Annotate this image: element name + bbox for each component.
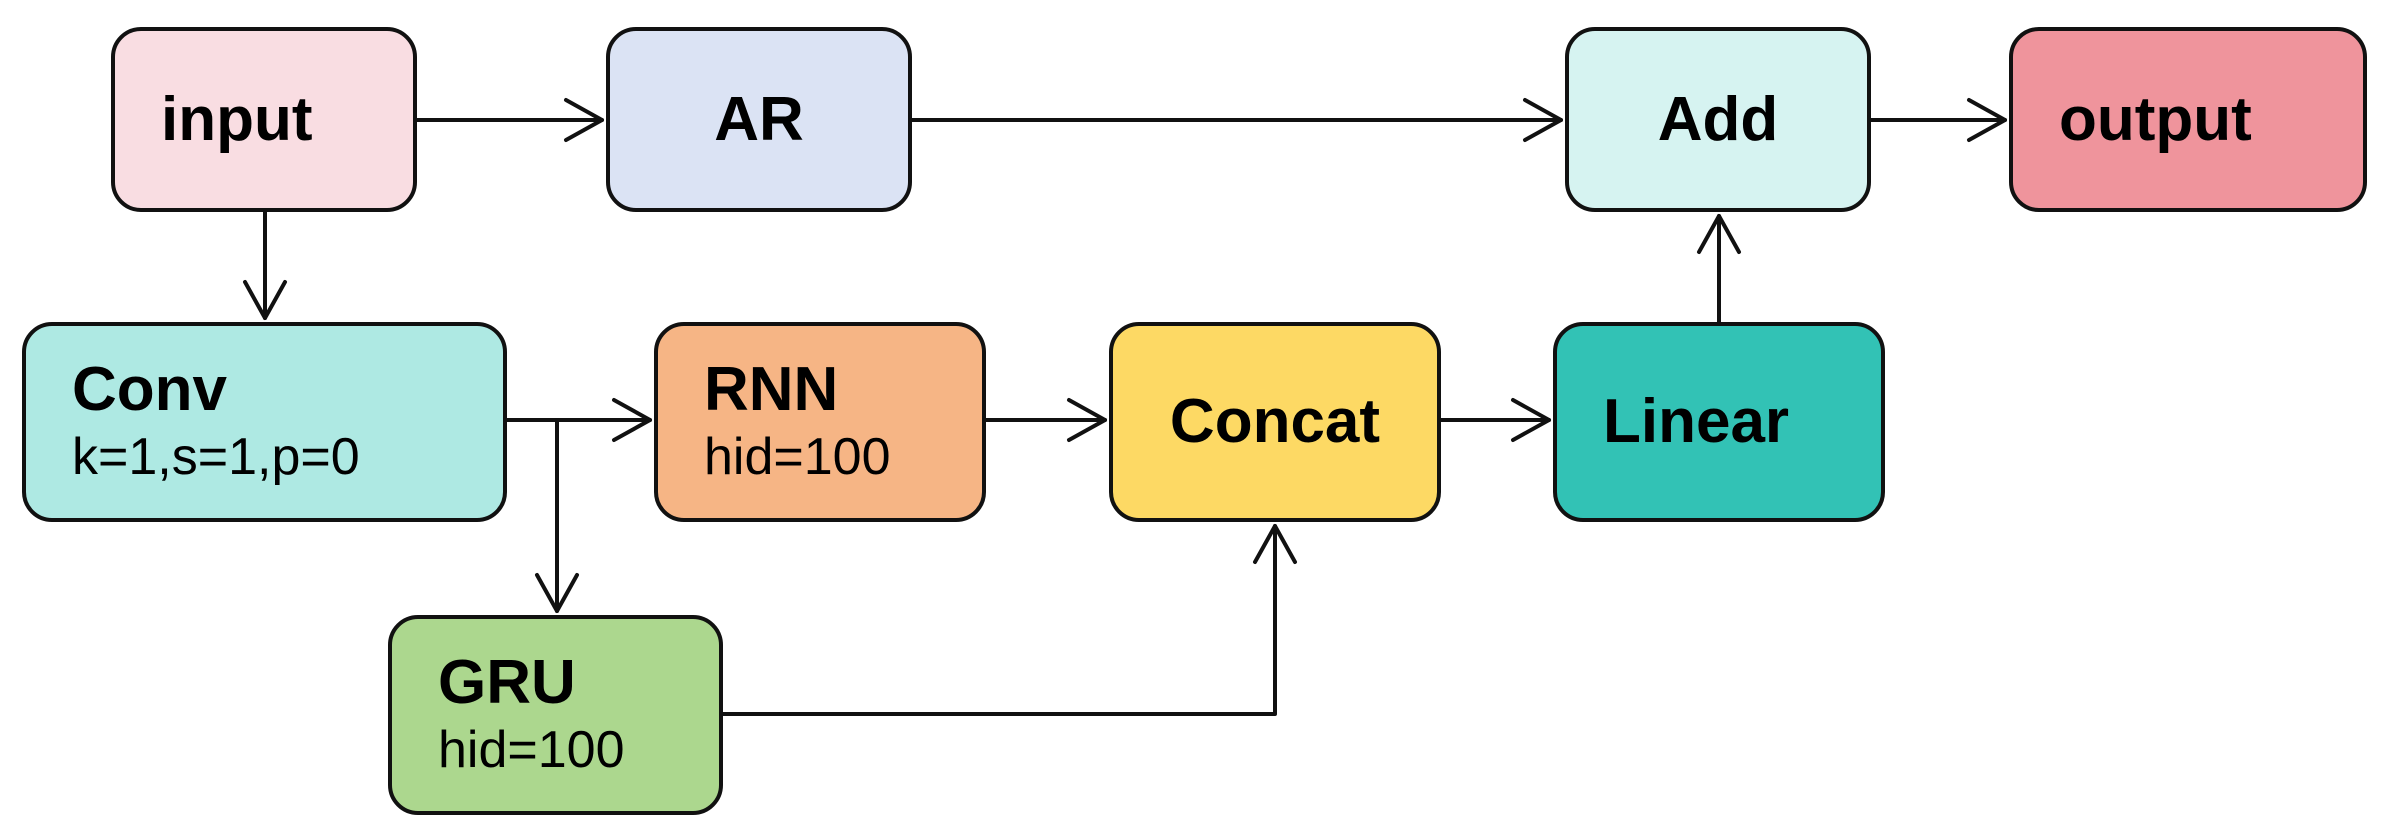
node-concat: Concat [1109, 322, 1441, 522]
edge-ar-to-add [910, 98, 1563, 142]
node-rnn-params: hid=100 [704, 428, 891, 487]
node-output: output [2009, 27, 2367, 212]
node-rnn-title: RNN [704, 354, 839, 424]
edge-gru-to-concat [721, 524, 1297, 716]
node-input: input [111, 27, 417, 212]
node-ar-title: AR [714, 84, 804, 154]
node-add-title: Add [1657, 84, 1779, 154]
node-input-title: input [161, 84, 313, 154]
edge-input-to-conv [243, 210, 287, 320]
edge-input-to-ar [415, 98, 604, 142]
edge-linear-to-add [1697, 214, 1741, 324]
node-gru-title: GRU [438, 647, 576, 717]
edge-rnn-to-concat [984, 398, 1107, 442]
node-gru: GRU hid=100 [388, 615, 723, 815]
node-gru-params: hid=100 [438, 721, 625, 780]
edge-add-to-output [1869, 98, 2007, 142]
node-conv-title: Conv [72, 354, 227, 424]
node-add: Add [1565, 27, 1871, 212]
node-linear-title: Linear [1603, 387, 1790, 457]
node-conv-params: k=1,s=1,p=0 [72, 428, 360, 487]
edge-conv-to-gru [535, 418, 579, 613]
node-concat-title: Concat [1169, 387, 1381, 457]
node-linear: Linear [1553, 322, 1885, 522]
edge-conv-to-rnn [505, 398, 652, 442]
node-output-title: output [2059, 84, 2252, 154]
edge-concat-to-linear [1439, 398, 1551, 442]
node-rnn: RNN hid=100 [654, 322, 986, 522]
node-ar: AR [606, 27, 912, 212]
node-conv: Conv k=1,s=1,p=0 [22, 322, 507, 522]
